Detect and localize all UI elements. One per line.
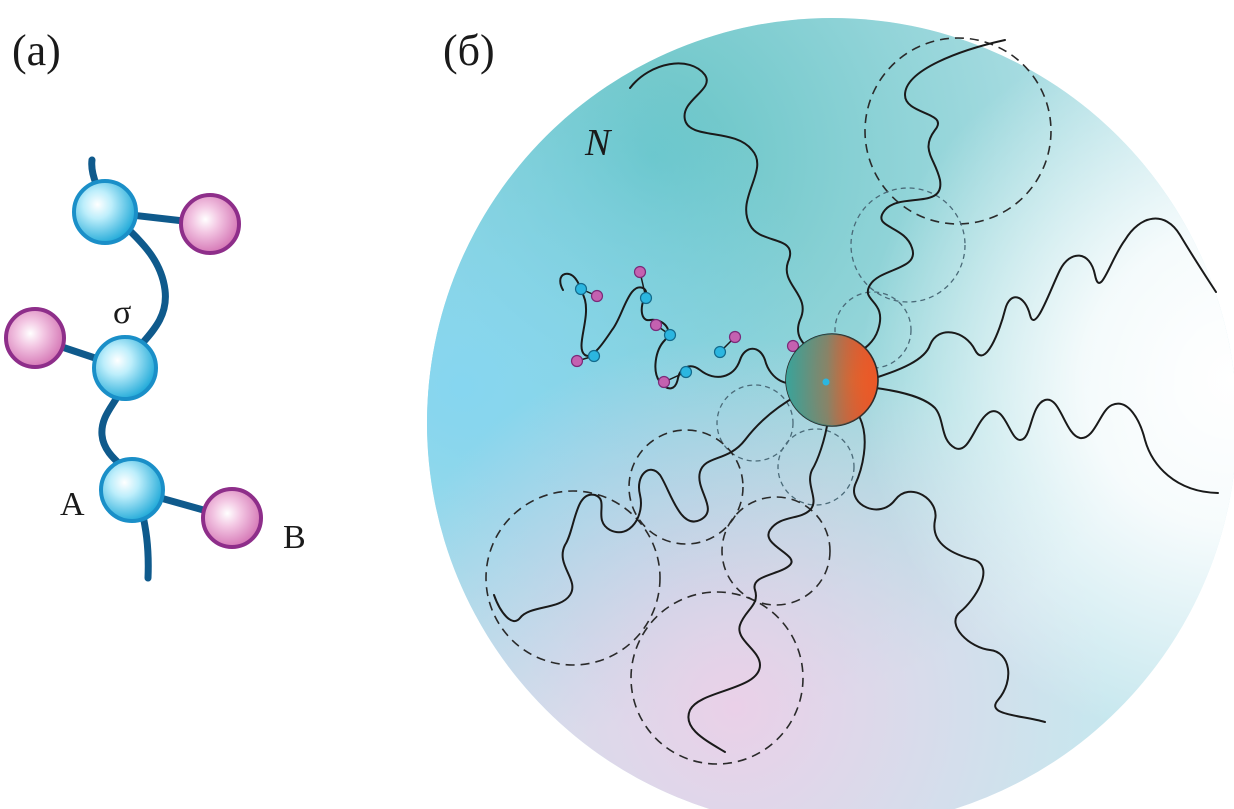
a-bead-small xyxy=(679,365,693,379)
polymer-chain xyxy=(875,387,1219,494)
a-bead xyxy=(72,179,138,245)
panel-a-label: (а) xyxy=(12,26,61,75)
polymer-chain xyxy=(493,394,799,623)
graft-beads xyxy=(570,265,809,389)
blob-circle xyxy=(834,291,912,369)
a-bead-small xyxy=(574,282,588,296)
graft-chain xyxy=(559,272,803,390)
sigma-label: σ xyxy=(113,294,131,331)
panel-a: (а) σ A B xyxy=(4,26,306,582)
b-bead-small xyxy=(649,318,663,332)
b-bead-small xyxy=(570,354,584,368)
b-bead-small xyxy=(633,265,647,279)
a-bead-small xyxy=(663,328,677,342)
polymer-chain xyxy=(687,419,829,753)
polymer-chain xyxy=(874,217,1217,379)
a-bead-small xyxy=(639,291,653,305)
blob-circle xyxy=(777,428,855,506)
blob-circle xyxy=(716,384,794,462)
blob-circle xyxy=(485,490,661,666)
b-bead-small xyxy=(786,339,800,353)
panel-b: (б) N xyxy=(427,18,1234,809)
b-bead-small xyxy=(590,289,604,303)
b-label: B xyxy=(283,519,306,556)
b-bead xyxy=(4,307,66,369)
blob-circle xyxy=(721,496,831,606)
polymer-chain xyxy=(629,62,831,381)
blob-circle xyxy=(864,37,1052,225)
corona-chains xyxy=(493,39,1219,753)
blob-circle xyxy=(628,429,744,545)
polymer-chain xyxy=(853,417,1046,723)
a-label: A xyxy=(60,486,85,523)
blob-circle xyxy=(850,187,966,303)
a-bead-small xyxy=(713,345,727,359)
polymer-chain xyxy=(831,39,1006,381)
a-bead xyxy=(99,457,165,523)
micelle-core xyxy=(785,333,879,427)
n-label: N xyxy=(584,122,613,164)
blob-circle xyxy=(630,591,804,765)
b-bead xyxy=(179,193,241,255)
panel-b-label: (б) xyxy=(443,26,495,75)
b-bead xyxy=(201,487,263,549)
core-center-dot xyxy=(822,378,830,386)
b-bead-small xyxy=(657,375,671,389)
a-bead-small xyxy=(587,349,601,363)
a-bead xyxy=(92,335,158,401)
b-bead-small xyxy=(728,330,742,344)
